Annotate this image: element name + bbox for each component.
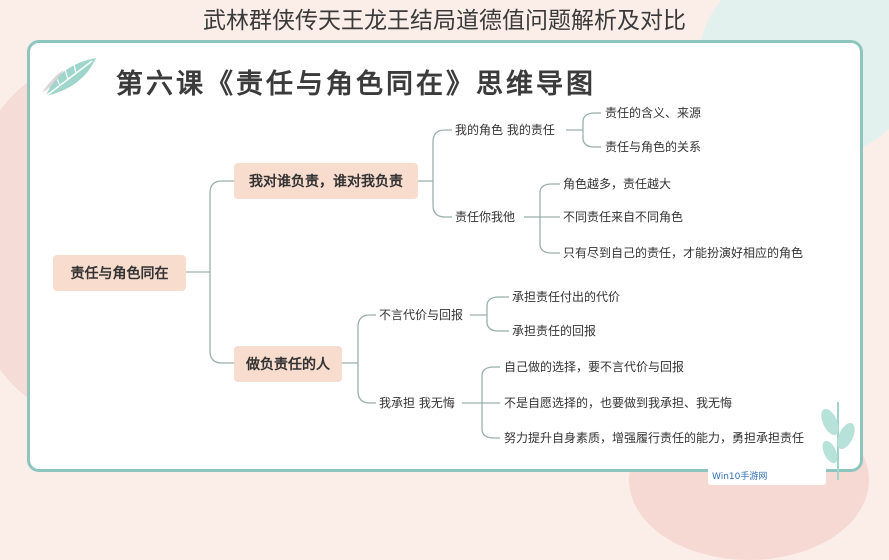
branch1-sub1-label: 我的角色 我的责任 (455, 123, 555, 137)
plant-sprig-icon (821, 402, 855, 480)
branch2-sub1-item-2: 承担责任的回报 (512, 324, 597, 338)
connector-lines (186, 112, 601, 439)
branch1-node: 我对谁负责，谁对我负责 (234, 163, 418, 199)
branch2-sub2-label: 我承担 我无悔 (379, 396, 455, 410)
branch1-sub2-item-3: 只有尽到自己的责任，才能扮演好相应的角色 (563, 246, 804, 260)
branch1-sub2-label: 责任你我他 (455, 210, 516, 224)
branch1-sub2-item-2: 不同责任来自不同角色 (563, 210, 684, 224)
branch2-sub2-item-1: 自己做的选择，要不言代价与回报 (504, 360, 685, 374)
leaf-icon (42, 58, 96, 97)
root-node: 责任与角色同在 (53, 255, 186, 291)
page-title: 武林群侠传天王龙王结局道德值问题解析及对比 (203, 8, 686, 34)
branch2-sub1-label: 不言代价与回报 (379, 308, 464, 322)
branch2-sub2-item-3: 努力提升自身素质，增强履行责任的能力，勇担承担责任 (504, 431, 805, 445)
watermark: Win10手游网 (708, 465, 826, 485)
branch1-sub1-item-1: 责任的含义、来源 (605, 106, 702, 120)
branch2-node: 做负责任的人 (234, 346, 342, 382)
diagram-heading: 第六课《责任与角色同在》思维导图 (116, 69, 596, 100)
branch1-sub1-item-2: 责任与角色的关系 (605, 140, 702, 154)
branch2-sub1-item-1: 承担责任付出的代价 (512, 290, 621, 304)
branch2-sub2-item-2: 不是自愿选择的，也要做到我承担、我无悔 (504, 396, 733, 410)
watermark-text: Win10手游网 (712, 471, 768, 482)
branch1-sub2-item-1: 角色越多，责任越大 (563, 177, 672, 191)
